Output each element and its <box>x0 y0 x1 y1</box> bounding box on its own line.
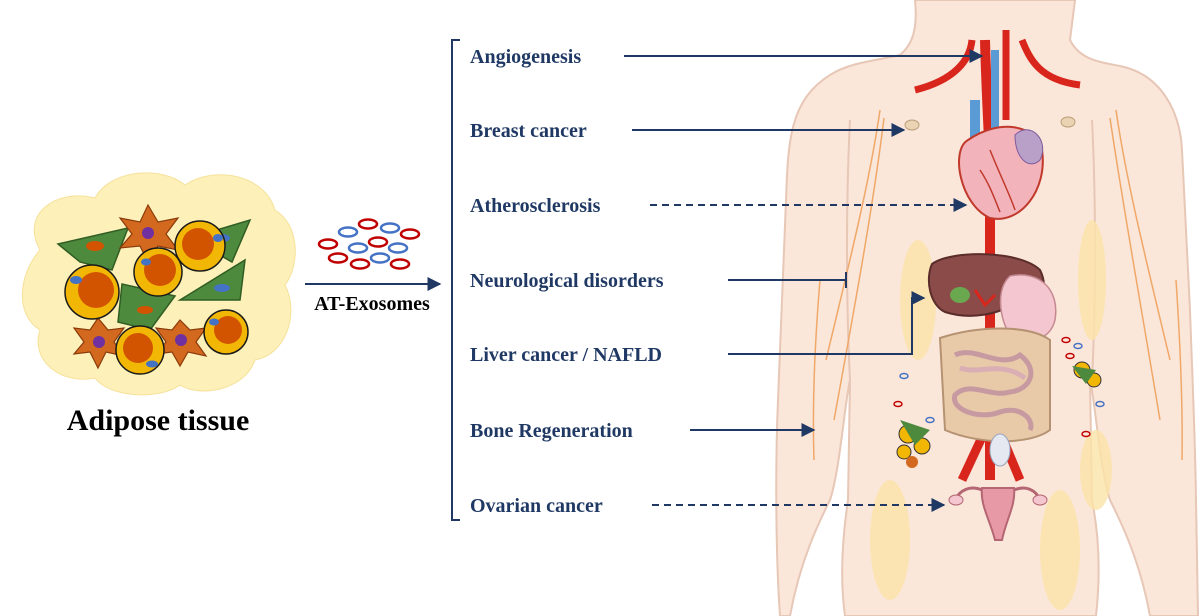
stromal-nucleus <box>86 241 104 251</box>
stromal-nucleus <box>93 336 105 348</box>
effect-label-7: Ovarian cancer <box>470 495 603 517</box>
stromal-nucleus <box>214 284 230 292</box>
breast-icon <box>905 120 919 130</box>
effect-label-1: Angiogenesis <box>470 46 581 68</box>
stromal-nucleus <box>137 306 153 314</box>
effect-label-2: Breast cancer <box>470 120 587 142</box>
effect-label-6: Bone Regeneration <box>470 420 633 442</box>
adipocyte <box>116 326 164 374</box>
exosome-icon <box>319 220 419 269</box>
stromal-nucleus <box>175 334 187 346</box>
effect-label-3: Atherosclerosis <box>470 195 601 217</box>
fat-pad <box>900 240 936 360</box>
at-exosomes-label: AT-Exosomes <box>314 293 430 315</box>
adipocyte <box>134 248 182 296</box>
fat-pad <box>870 480 910 600</box>
effects-bracket <box>452 40 460 520</box>
adipocyte <box>204 310 248 354</box>
adipose-cluster-icon <box>22 173 295 395</box>
effect-label-5: Liver cancer / NAFLD <box>470 344 662 366</box>
adipose-tissue-label: Adipose tissue <box>67 404 250 437</box>
adipocyte <box>65 265 119 319</box>
fat-pad <box>1080 430 1112 510</box>
fat-pad <box>1040 490 1080 610</box>
stromal-nucleus <box>142 227 154 239</box>
effect-label-4: Neurological disorders <box>470 270 664 292</box>
fat-pad <box>1078 220 1106 340</box>
adipocyte <box>175 221 225 271</box>
breast-icon <box>1061 117 1075 127</box>
